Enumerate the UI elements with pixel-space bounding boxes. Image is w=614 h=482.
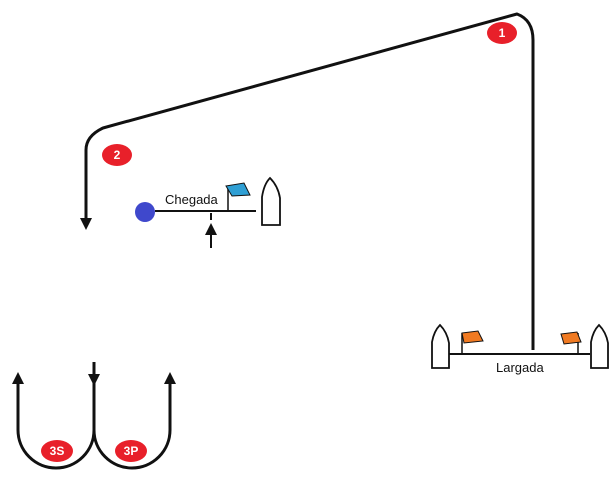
mark-1-badge: 1 [487, 22, 517, 44]
mark-3p-label: 3P [124, 444, 139, 458]
start-flag-right-icon [560, 331, 582, 354]
start-flag-left-icon [461, 330, 484, 354]
course-leg-arrow [80, 218, 92, 230]
mark-2-label: 2 [114, 148, 121, 162]
gate-exit-arrow-left [12, 372, 24, 384]
mark-2-badge: 2 [102, 144, 132, 166]
finish-pointer-arrow [205, 223, 217, 235]
gate-exit-arrow-right [164, 372, 176, 384]
mark-1-label: 1 [499, 26, 506, 40]
finish-buoy [135, 202, 155, 222]
course-leg-path [84, 12, 535, 350]
mark-3s-badge: 3S [41, 440, 73, 462]
start-committee-boat-icon [590, 323, 609, 369]
gate-entry-arrow [88, 374, 100, 386]
finish-committee-boat-icon [261, 176, 281, 226]
start-line-label: Largada [496, 360, 544, 375]
finish-flag-icon [225, 182, 251, 211]
mark-3s-label: 3S [50, 444, 65, 458]
finish-line-label: Chegada [165, 192, 219, 207]
start-pin-boat-icon [431, 323, 450, 369]
mark-3p-badge: 3P [115, 440, 147, 462]
